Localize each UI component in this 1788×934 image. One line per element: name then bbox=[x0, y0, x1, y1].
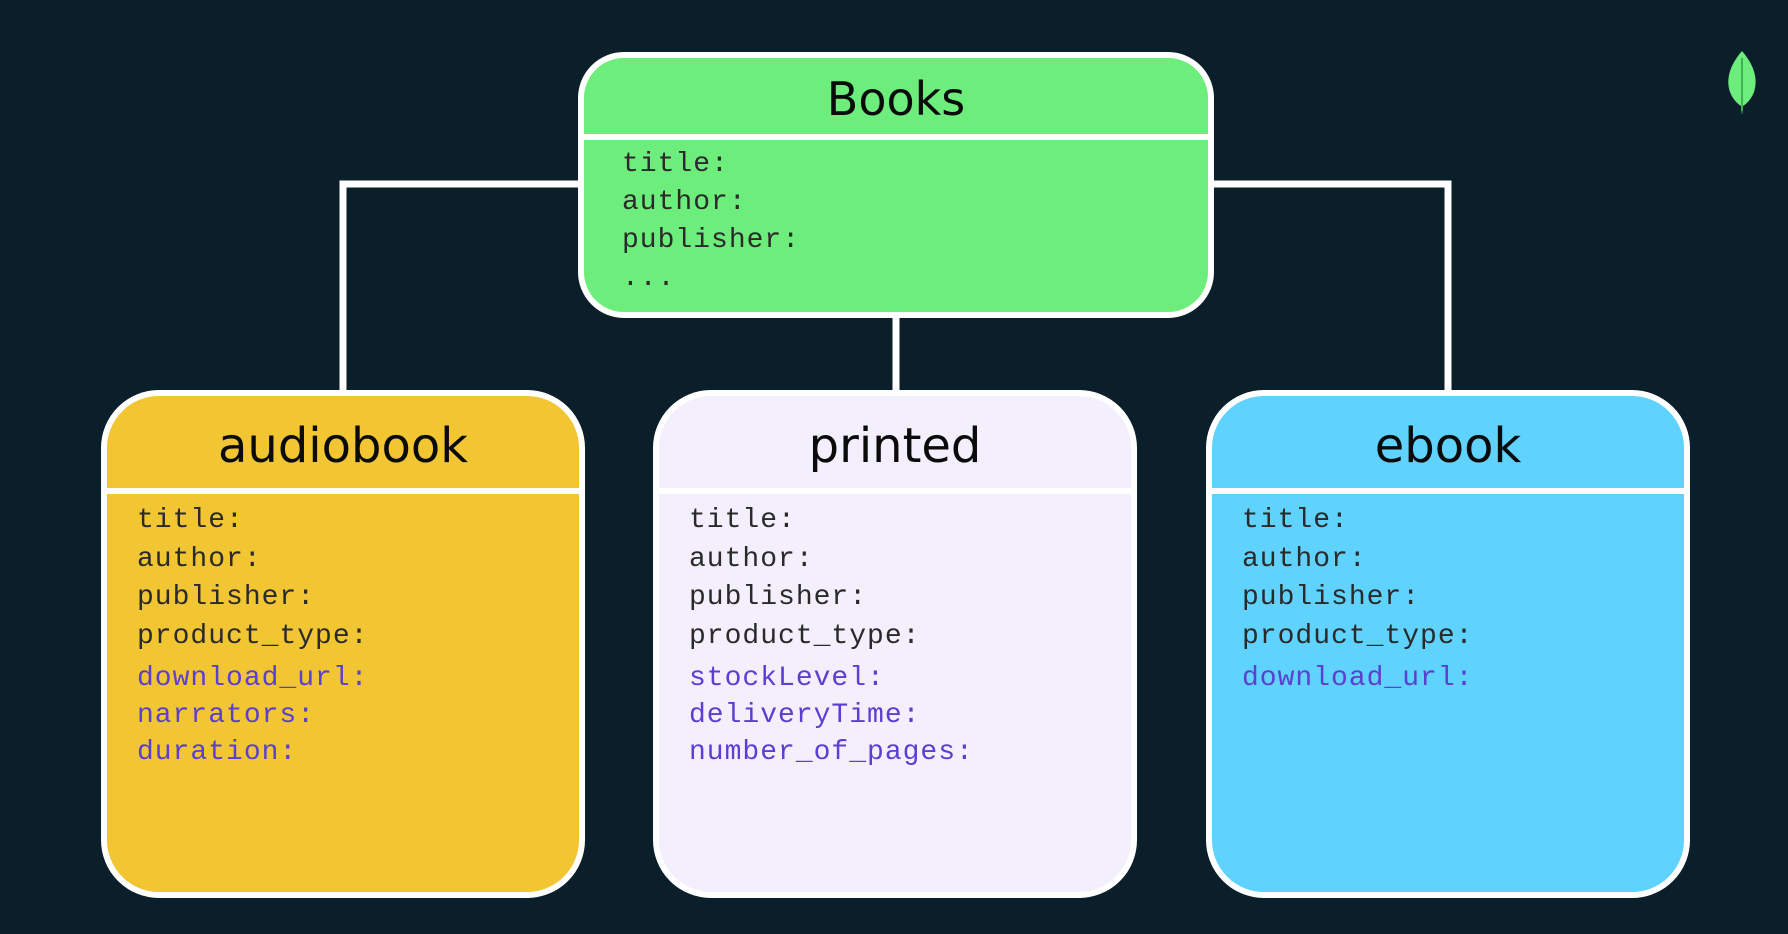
ebook-field: publisher: bbox=[1242, 582, 1421, 613]
printed-extra-field: stockLevel: bbox=[689, 663, 885, 694]
books-card: Books title: author: publisher: ... bbox=[578, 52, 1214, 318]
books-fields: title: author: publisher: ... bbox=[584, 140, 1208, 298]
leaf-icon bbox=[1728, 51, 1756, 115]
printed-card: printed title: author: publisher: produc… bbox=[653, 390, 1137, 898]
ebook-field: product_type: bbox=[1242, 620, 1474, 652]
printed-fields: title: author: publisher: product_type: … bbox=[659, 494, 1131, 771]
audiobook-field: publisher: bbox=[137, 582, 316, 613]
books-field: ... bbox=[622, 263, 676, 294]
ebook-fields: title: author: publisher: product_type: … bbox=[1212, 494, 1684, 697]
printed-extra-fields: stockLevel: deliveryTime: number_of_page… bbox=[689, 660, 1131, 771]
ebook-card: ebook title: author: publisher: product_… bbox=[1206, 390, 1690, 898]
books-field: author: bbox=[622, 187, 747, 218]
ebook-title: ebook bbox=[1212, 396, 1684, 494]
audiobook-extra-field: narrators: bbox=[137, 700, 316, 731]
audiobook-field: author: bbox=[137, 543, 262, 575]
printed-extra-field: deliveryTime: bbox=[689, 700, 921, 731]
books-title: Books bbox=[584, 58, 1208, 140]
audiobook-extra-fields: download_url: narrators: duration: bbox=[137, 660, 579, 771]
printed-field: author: bbox=[689, 543, 814, 575]
audiobook-field: title: bbox=[137, 505, 244, 536]
printed-extra-field: number_of_pages: bbox=[689, 737, 974, 768]
audiobook-fields: title: author: publisher: product_type: … bbox=[107, 494, 579, 771]
audiobook-extra-field: duration: bbox=[137, 737, 298, 768]
printed-field: title: bbox=[689, 505, 796, 536]
ebook-field: author: bbox=[1242, 543, 1367, 575]
ebook-field: title: bbox=[1242, 505, 1349, 536]
audiobook-card: audiobook title: author: publisher: prod… bbox=[101, 390, 585, 898]
audiobook-title: audiobook bbox=[107, 396, 579, 494]
audiobook-field: product_type: bbox=[137, 620, 369, 652]
connector-books-audiobook bbox=[339, 180, 578, 390]
printed-field: publisher: bbox=[689, 582, 868, 613]
ebook-extra-fields: download_url: bbox=[1242, 660, 1684, 697]
printed-field: product_type: bbox=[689, 620, 921, 652]
books-field: publisher: bbox=[622, 225, 801, 256]
books-field: title: bbox=[622, 149, 729, 180]
audiobook-extra-field: download_url: bbox=[137, 663, 369, 694]
printed-title: printed bbox=[659, 396, 1131, 494]
ebook-extra-field: download_url: bbox=[1242, 663, 1474, 694]
connector-books-ebook bbox=[1214, 180, 1452, 390]
